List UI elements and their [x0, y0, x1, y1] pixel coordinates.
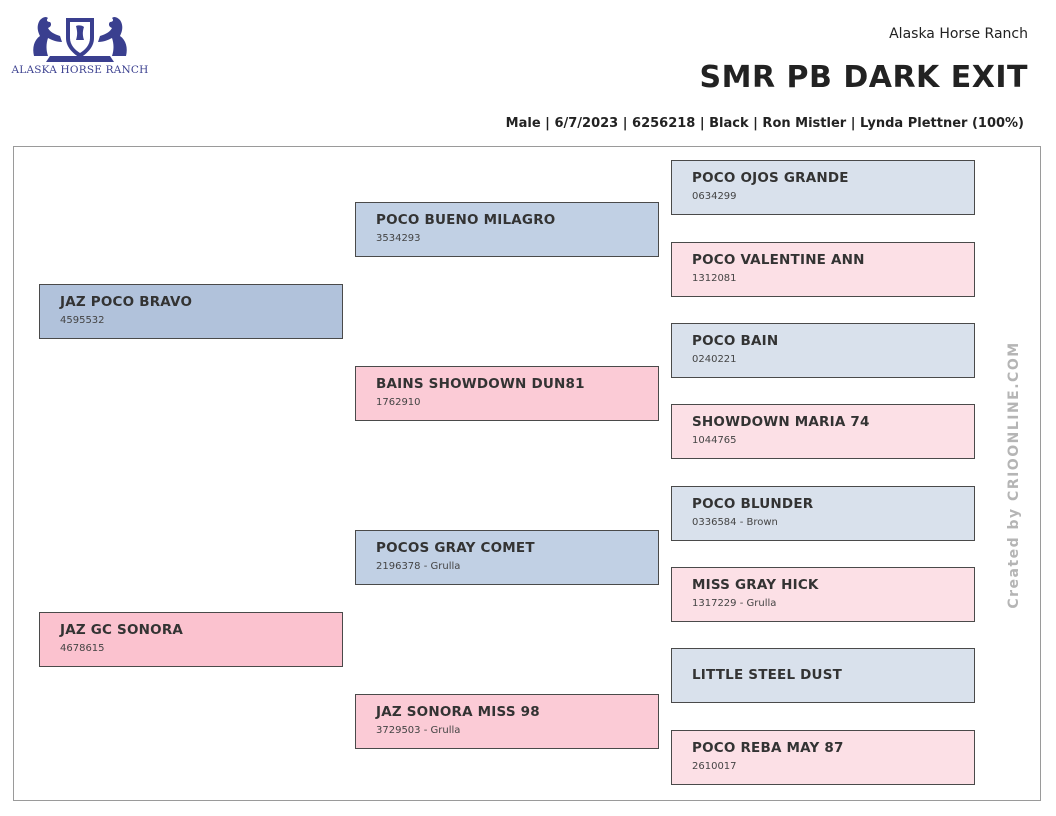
horse-name-title: SMR PB DARK EXIT — [699, 60, 1028, 95]
created-by-watermark: Created by CRIOONLINE.COM — [1006, 341, 1022, 609]
pedigree-sire-dam: BAINS SHOWDOWN DUN81 1762910 — [355, 366, 659, 421]
registration-number: 3534293 — [376, 233, 421, 244]
ranch-name: Alaska Horse Ranch — [889, 26, 1028, 42]
pedigree-sire: JAZ POCO BRAVO 4595532 — [39, 284, 343, 339]
registration-number: 1317229 - Grulla — [692, 598, 777, 609]
pedigree-dam: JAZ GC SONORA 4678615 — [39, 612, 343, 667]
pedigree-frame — [13, 146, 1041, 801]
logo-text: ALASKA HORSE RANCH — [11, 64, 149, 76]
registration-number: 2610017 — [692, 761, 737, 772]
registration-number: 4678615 — [60, 643, 105, 654]
horse-name: POCOS GRAY COMET — [376, 540, 535, 556]
horse-name: SHOWDOWN MARIA 74 — [692, 414, 870, 430]
horse-name: BAINS SHOWDOWN DUN81 — [376, 376, 585, 392]
horse-name: MISS GRAY HICK — [692, 577, 819, 593]
registration-number: 3729503 - Grulla — [376, 725, 461, 736]
registration-number: 1312081 — [692, 273, 737, 284]
horse-name: JAZ POCO BRAVO — [60, 294, 193, 310]
horse-name: POCO BLUNDER — [692, 496, 814, 512]
pedigree-ancestor: POCO BLUNDER 0336584 - Brown — [671, 486, 975, 541]
horse-name: JAZ GC SONORA — [60, 622, 184, 638]
horse-name: LITTLE STEEL DUST — [692, 667, 843, 683]
pedigree-ancestor: POCO OJOS GRANDE 0634299 — [671, 160, 975, 215]
horse-name: POCO BUENO MILAGRO — [376, 212, 556, 228]
horse-name: POCO VALENTINE ANN — [692, 252, 865, 268]
registration-number: 0336584 - Brown — [692, 517, 778, 528]
pedigree-ancestor: MISS GRAY HICK 1317229 - Grulla — [671, 567, 975, 622]
horse-name: POCO OJOS GRANDE — [692, 170, 849, 186]
pedigree-ancestor: POCO BAIN 0240221 — [671, 323, 975, 378]
horse-details: Male | 6/7/2023 | 6256218 | Black | Ron … — [505, 116, 1024, 131]
horse-name: POCO BAIN — [692, 333, 779, 349]
pedigree-dam-sire: POCOS GRAY COMET 2196378 - Grulla — [355, 530, 659, 585]
ranch-logo: ALASKA HORSE RANCH — [10, 12, 150, 78]
registration-number: 2196378 - Grulla — [376, 561, 461, 572]
pedigree-sire-sire: POCO BUENO MILAGRO 3534293 — [355, 202, 659, 257]
rearing-horses-crest-icon — [33, 16, 127, 62]
pedigree-ancestor: LITTLE STEEL DUST — [671, 648, 975, 703]
registration-number: 1762910 — [376, 397, 421, 408]
registration-number: 1044765 — [692, 435, 737, 446]
pedigree-ancestor: POCO VALENTINE ANN 1312081 — [671, 242, 975, 297]
horse-name: JAZ SONORA MISS 98 — [376, 704, 540, 720]
registration-number: 0634299 — [692, 191, 737, 202]
registration-number: 4595532 — [60, 315, 105, 326]
horse-name: POCO REBA MAY 87 — [692, 740, 844, 756]
pedigree-ancestor: POCO REBA MAY 87 2610017 — [671, 730, 975, 785]
pedigree-ancestor: SHOWDOWN MARIA 74 1044765 — [671, 404, 975, 459]
pedigree-dam-dam: JAZ SONORA MISS 98 3729503 - Grulla — [355, 694, 659, 749]
registration-number: 0240221 — [692, 354, 737, 365]
